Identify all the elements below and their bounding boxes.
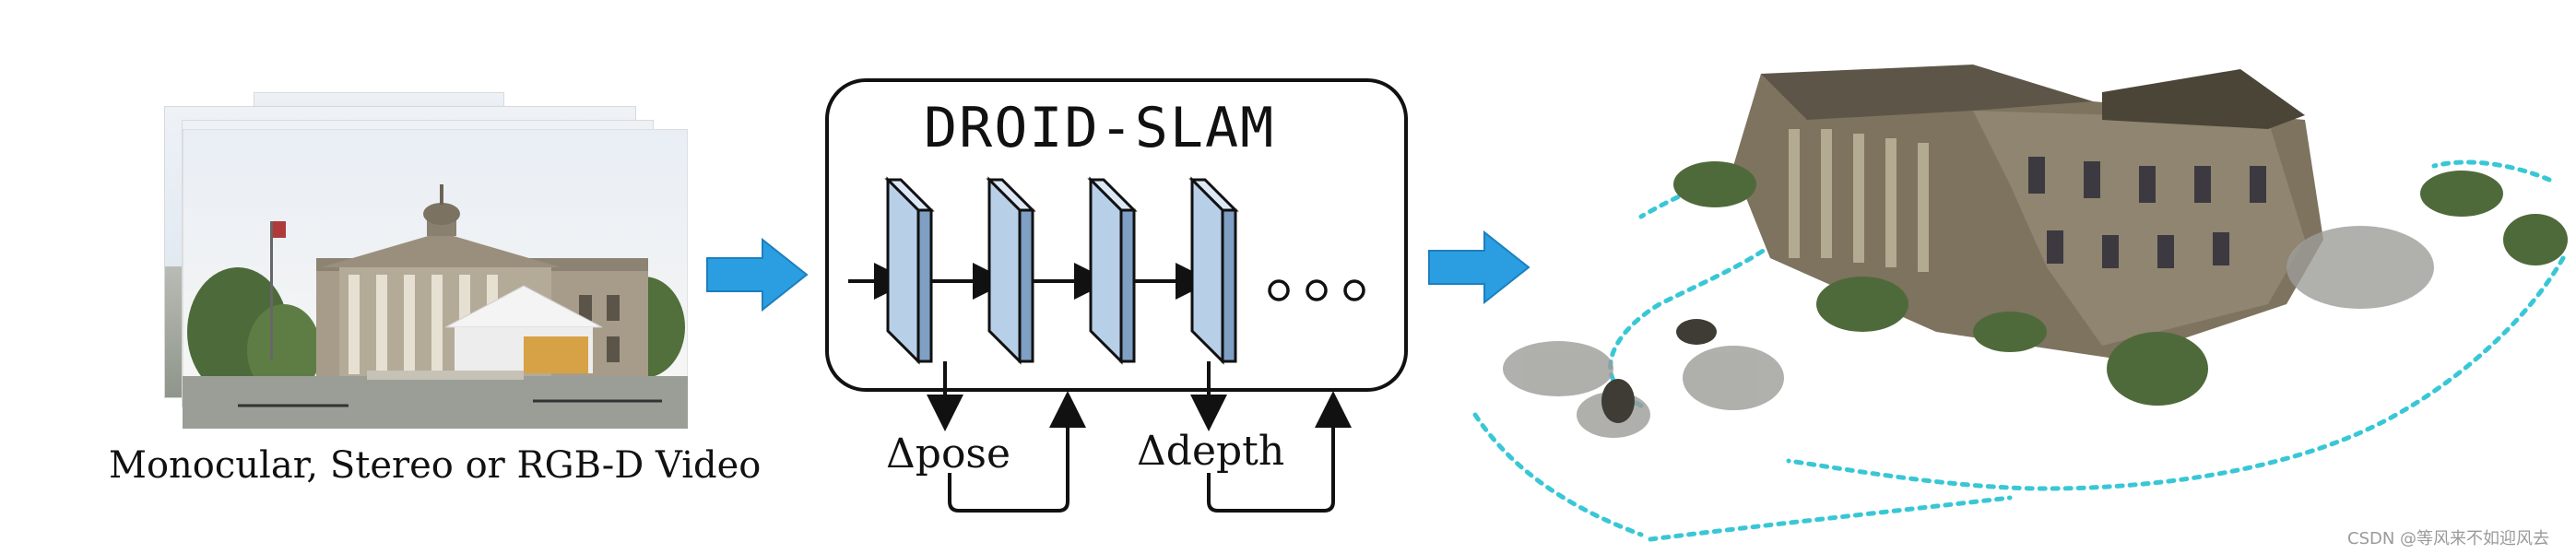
ellipsis-dots: [1268, 279, 1365, 301]
building-point-cloud: [1503, 65, 2568, 438]
network-layer-4: [1188, 176, 1239, 365]
network-diagram: [848, 176, 1365, 513]
network-title: DROID-SLAM: [924, 96, 1276, 160]
droid-slam-box: [825, 78, 1408, 392]
watermark: CSDN @等风来不如迎风去: [2347, 529, 2550, 548]
network-layer-2: [986, 176, 1036, 365]
flow-arrow-icon-2: [1428, 230, 1530, 304]
flow-arrow-icon: [706, 238, 809, 312]
network-layer-3: [1087, 176, 1138, 365]
delta-pose-label: Δpose: [886, 430, 1011, 477]
depth-feedback-loop: [1190, 361, 1352, 513]
network-layer-1: [884, 176, 935, 365]
pose-feedback-loop: [927, 361, 1086, 513]
input-caption: Monocular, Stereo or RGB-D Video: [109, 444, 762, 487]
delta-depth-label: Δdepth: [1137, 428, 1285, 475]
reconstruction-point-cloud: [1472, 65, 2568, 542]
video-frame-front: [183, 129, 688, 429]
